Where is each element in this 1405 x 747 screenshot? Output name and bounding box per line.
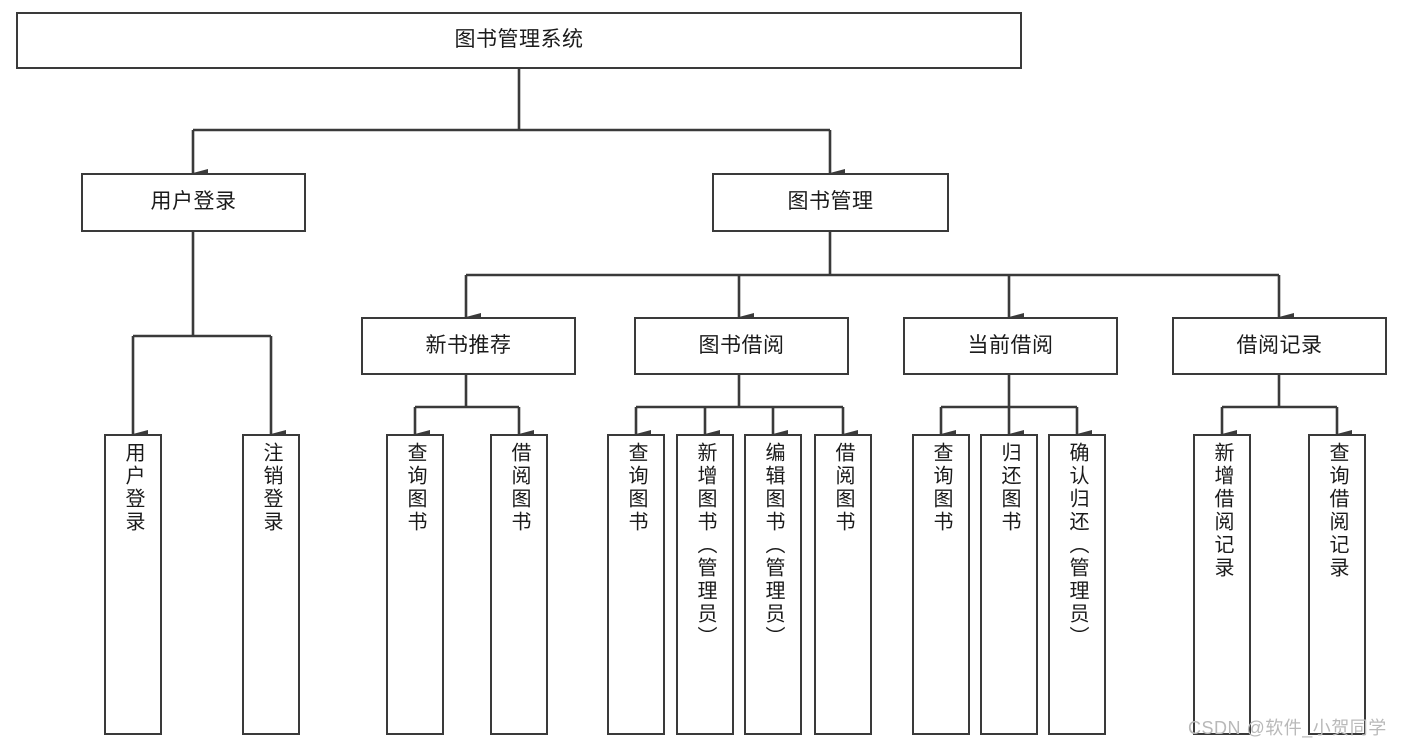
node-label: 注销登录 (260, 442, 282, 534)
node-new-book-recommend[interactable]: 新书推荐 (361, 317, 576, 375)
node-root-library-management-system[interactable]: 图书管理系统 (16, 12, 1022, 69)
node-book-borrow[interactable]: 图书借阅 (634, 317, 849, 375)
node-label: 当前借阅 (967, 333, 1054, 357)
node-borrow-record[interactable]: 借阅记录 (1172, 317, 1387, 375)
node-label: 查询图书 (930, 442, 952, 534)
leaf-query-borrow-record[interactable]: 查询借阅记录 (1308, 434, 1366, 735)
leaf-add-book-admin[interactable]: 新增图书（管理员） (676, 434, 734, 735)
leaf-user-login[interactable]: 用户登录 (104, 434, 162, 735)
node-label: 确认归还（管理员） (1066, 442, 1088, 649)
node-label: 借阅图书 (832, 442, 854, 534)
node-label: 新增借阅记录 (1211, 442, 1233, 580)
leaf-query-book-current[interactable]: 查询图书 (912, 434, 970, 735)
node-label: 借阅记录 (1236, 333, 1323, 357)
leaf-return-book[interactable]: 归还图书 (980, 434, 1038, 735)
node-label: 图书借阅 (698, 333, 785, 357)
node-label: 图书管理系统 (454, 28, 584, 52)
node-label: 借阅图书 (508, 442, 530, 534)
node-label: 归还图书 (998, 442, 1020, 534)
node-current-borrow[interactable]: 当前借阅 (903, 317, 1118, 375)
node-book-management[interactable]: 图书管理 (712, 173, 949, 232)
node-label: 新书推荐 (425, 333, 512, 357)
leaf-add-borrow-record[interactable]: 新增借阅记录 (1193, 434, 1251, 735)
node-label: 用户登录 (122, 442, 144, 534)
node-label: 新增图书（管理员） (694, 442, 716, 649)
leaf-borrow-book-recommend[interactable]: 借阅图书 (490, 434, 548, 735)
watermark-text: CSDN @软件_小贺同学 (1188, 718, 1387, 738)
leaf-edit-book-admin[interactable]: 编辑图书（管理员） (744, 434, 802, 735)
leaf-query-book-borrow[interactable]: 查询图书 (607, 434, 665, 735)
leaf-confirm-return-admin[interactable]: 确认归还（管理员） (1048, 434, 1106, 735)
node-label: 查询图书 (404, 442, 426, 534)
node-label: 图书管理 (787, 190, 874, 214)
node-label: 编辑图书（管理员） (762, 442, 784, 649)
node-label: 查询借阅记录 (1326, 442, 1348, 580)
leaf-query-book-recommend[interactable]: 查询图书 (386, 434, 444, 735)
node-label: 用户登录 (150, 190, 237, 214)
node-label: 查询图书 (625, 442, 647, 534)
leaf-logout[interactable]: 注销登录 (242, 434, 300, 735)
node-user-login[interactable]: 用户登录 (81, 173, 306, 232)
leaf-borrow-book[interactable]: 借阅图书 (814, 434, 872, 735)
